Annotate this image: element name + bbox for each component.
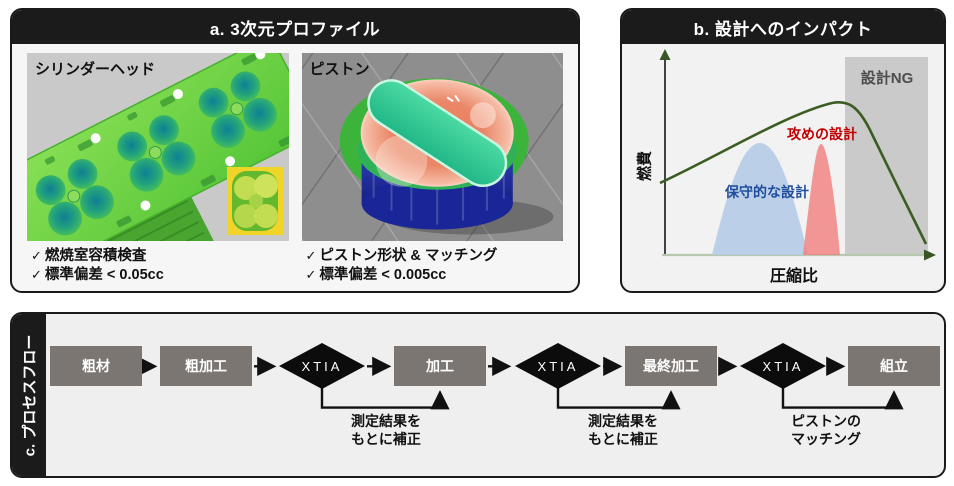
panel-3d-profile: a. 3次元プロファイル シリンダーヘッド	[10, 8, 580, 293]
flow-step-machining: 加工	[394, 346, 486, 386]
check-item: ✓ 燃焼室容積検査	[31, 247, 289, 266]
flow-arrows-svg	[138, 356, 904, 410]
feedback-label-line: 測定結果を	[351, 413, 421, 429]
panel-c-title: c. プロセスフロー	[21, 334, 39, 456]
panel-design-impact: b. 設計へのインパクト 燃費 圧縮比 設計NG 攻めの設計 保守的な設計	[620, 8, 946, 293]
impact-chart: 燃費 圧縮比 設計NG 攻めの設計 保守的な設計	[622, 44, 943, 290]
process-flow-diagram: 粗材 粗加工 XTIA 加工 XTIA 最終加工 XTIA 組立 測定結果を も…	[46, 314, 944, 476]
panel-process-flow: c. プロセスフロー 粗材 粗加工 XTIA	[10, 312, 946, 478]
feedback-label-line: マッチング	[791, 431, 861, 448]
piston-column: ピストン	[301, 53, 564, 284]
x-axis-arrow-icon	[924, 249, 936, 261]
feedback-label-2: 測定結果を もとに補正	[588, 412, 658, 448]
check-icon: ✓	[305, 266, 317, 282]
check-icon: ✓	[31, 248, 42, 263]
feedback-label-line: 測定結果を	[588, 413, 658, 429]
flow-step-rough-machining: 粗加工	[160, 346, 252, 386]
cylinder-head-render: シリンダーヘッド	[27, 53, 289, 241]
piston-checks: ✓ ピストン形状 & マッチング ✓ 標準偏差 < 0.005cc	[302, 241, 564, 284]
process-flow-sidebar: c. プロセスフロー	[12, 314, 46, 476]
check-text: ピストン形状 & マッチング	[319, 248, 498, 264]
aggressive-design-bell	[803, 144, 840, 255]
combustion-chamber-inset-image	[226, 167, 283, 235]
y-axis-label: 燃費	[636, 150, 654, 182]
conservative-design-label: 保守的な設計	[725, 184, 809, 200]
piston-render: ピストン	[301, 53, 563, 241]
check-item: ✓ ピストン形状 & マッチング	[306, 247, 564, 266]
panel-a-title: a. 3次元プロファイル	[12, 10, 578, 44]
cylinder-head-3d-scan	[27, 53, 289, 241]
flow-step-raw-material: 粗材	[50, 346, 142, 386]
design-ng-label: 設計NG	[860, 70, 914, 87]
panel-b-title: b. 設計へのインパクト	[622, 10, 944, 44]
feedback-label-line: ピストンの	[791, 413, 861, 429]
check-item: ✓ 標準偏差 < 0.005cc	[306, 266, 564, 285]
check-item: ✓ 標準偏差 < 0.05cc	[31, 266, 289, 285]
x-axis-label: 圧縮比	[769, 268, 819, 285]
y-axis-arrow-icon	[659, 49, 671, 60]
aggressive-design-label: 攻めの設計	[787, 126, 857, 142]
impact-chart-svg	[659, 49, 936, 261]
piston-label: ピストン	[309, 61, 370, 78]
cylinder-head-checks: ✓ 燃焼室容積検査 ✓ 標準偏差 < 0.05cc	[27, 241, 289, 284]
check-text: 燃焼室容積検査	[44, 248, 147, 264]
feedback-label-3: ピストンの マッチング	[791, 412, 861, 448]
conservative-design-bell	[712, 143, 808, 255]
feedback-label-line: もとに補正	[588, 431, 658, 448]
check-text: 標準偏差 < 0.005cc	[319, 266, 447, 283]
check-icon: ✓	[31, 266, 42, 282]
feedback-label-line: もとに補正	[351, 431, 421, 448]
cylinder-head-column: シリンダーヘッド	[27, 53, 289, 284]
combustion-chamber-inset	[226, 167, 283, 235]
cylinder-head-label: シリンダーヘッド	[35, 61, 156, 78]
check-text: 標準偏差 < 0.05cc	[44, 266, 164, 283]
check-icon: ✓	[305, 248, 317, 263]
fuel-economy-curve	[659, 101, 928, 245]
panel-a-body: シリンダーヘッド	[12, 44, 578, 284]
flow-step-final-machining: 最終加工	[625, 346, 717, 386]
feedback-label-1: 測定結果を もとに補正	[351, 412, 421, 448]
piston-3d-scan	[339, 78, 554, 235]
flow-step-assembly: 組立	[848, 346, 940, 386]
